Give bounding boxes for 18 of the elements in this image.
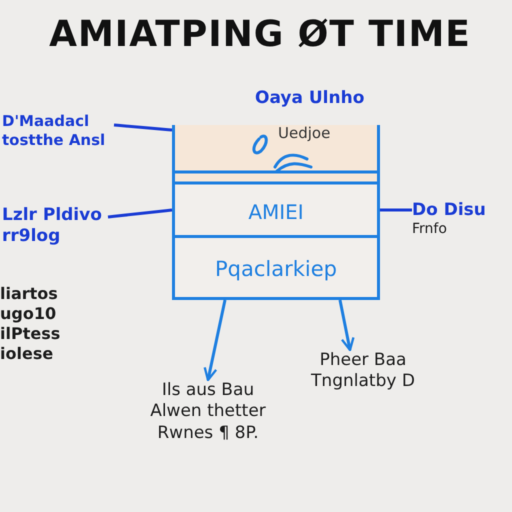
leader-line — [108, 208, 172, 218]
leader-line — [380, 208, 412, 212]
title: AMIATPING ØT TIME — [48, 14, 472, 55]
note-text: Frnfo — [412, 221, 448, 239]
leader-line — [114, 124, 172, 132]
callout-text: D'Maadacl tostthe Ansl — [2, 112, 106, 150]
section-label: AMIEI — [247, 200, 305, 225]
heading-text: Oaya Ulnho — [255, 88, 366, 110]
arrow — [338, 300, 355, 352]
arrow — [204, 300, 226, 382]
note-text: Uedjoe — [278, 124, 332, 143]
diagram-box — [172, 125, 380, 300]
caption-text: Pheer Baa Tngnlatby D — [310, 350, 416, 392]
note-text: liartos ugo10 ilPtess iolese — [0, 284, 62, 364]
callout-text: Do Disu — [412, 200, 487, 222]
caption-text: Ils aus Bau Alwen thetter Rwnes ¶ 8P. — [149, 380, 267, 444]
callout-text: Lzlr Pldivo rr9log — [2, 205, 103, 248]
section-label: Pqaclarkiep — [214, 256, 338, 282]
